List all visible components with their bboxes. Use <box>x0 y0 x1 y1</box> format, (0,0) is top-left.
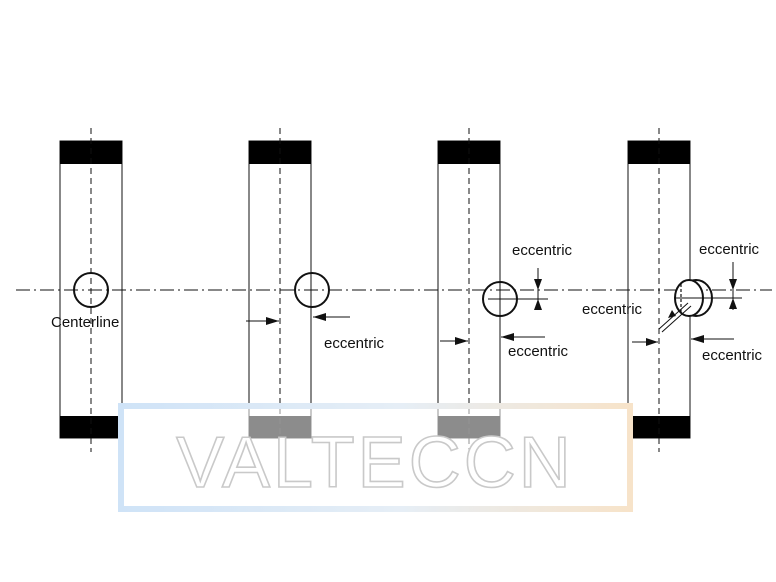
arrowhead-angle <box>668 310 676 318</box>
arrowhead-right <box>501 333 514 341</box>
label-eccentric-angle: eccentric <box>582 301 643 318</box>
arrowhead-left <box>455 337 468 345</box>
seat-bottom <box>628 416 690 438</box>
arrowhead-down <box>729 279 737 290</box>
watermark-frame <box>118 403 633 512</box>
label-eccentric-horizontal: eccentric <box>508 343 569 360</box>
arrowhead-up <box>534 299 542 310</box>
cone-line-b <box>661 305 692 333</box>
label-eccentric-vertical: eccentric <box>699 241 760 258</box>
disc-circle <box>294 272 330 308</box>
label-eccentric: eccentric <box>324 335 385 352</box>
watermark-text: VALTECCN <box>176 423 573 503</box>
label-eccentric-horizontal: eccentric <box>702 347 763 364</box>
disc-circle <box>73 272 109 308</box>
arrowhead-down <box>534 279 542 290</box>
arrowhead-left <box>266 317 279 325</box>
seat-bottom <box>60 416 122 438</box>
panel-concentric: Centerline <box>51 128 123 452</box>
watermark: VALTECCN <box>118 403 633 512</box>
arrowhead-left <box>646 338 658 346</box>
arrowhead-right <box>313 313 326 321</box>
label-centerline: Centerline <box>51 314 119 331</box>
arrowhead-right <box>691 335 704 343</box>
panel-triple-eccentric: eccentric eccentric eccentric <box>582 128 763 452</box>
arrowhead-up <box>729 298 737 309</box>
label-eccentric-vertical: eccentric <box>512 242 573 259</box>
